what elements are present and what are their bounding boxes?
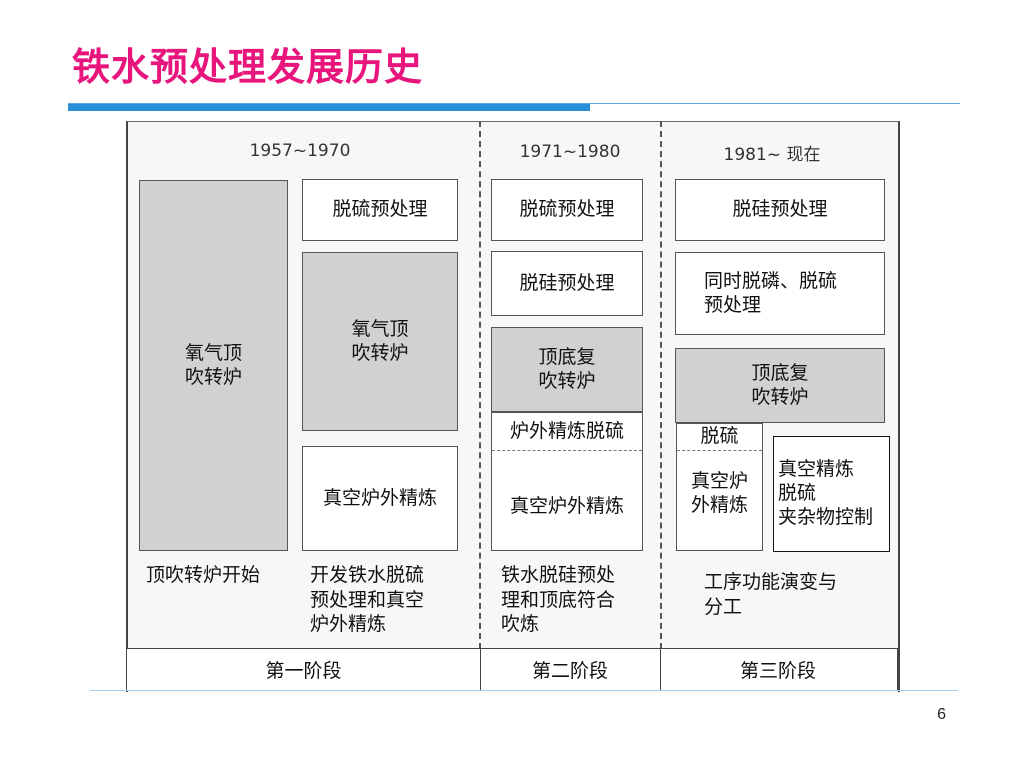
col2-caption: 铁水脱硅预处 理和顶底符合 吹炼 xyxy=(501,564,616,636)
page-number: 6 xyxy=(937,706,946,723)
col3-top-bottom-combined-converter: 顶底复 吹转炉 xyxy=(675,348,885,423)
stage-separator-2 xyxy=(660,649,661,690)
stage-label-2: 第二阶段 xyxy=(531,660,608,682)
col3-vacuum-outside-refining: 真空炉 外精炼 xyxy=(676,423,763,551)
col3-vacuum-refining-inclusion-control: 真空精炼 脱硫 夹杂物控制 xyxy=(773,436,890,552)
col1-caption-right: 开发铁水脱硫 预处理和真空 炉外精炼 xyxy=(310,564,425,636)
slide-title: 铁水预处理发展历史 xyxy=(72,45,424,89)
period-label-3: 1981~ 现在 xyxy=(723,145,821,165)
stage-label-3: 第三阶段 xyxy=(739,660,816,682)
footer-decor-line xyxy=(90,690,958,691)
title-underline-thick xyxy=(68,103,590,111)
period-divider-2 xyxy=(660,121,662,649)
col2-desiliconization-pretreatment: 脱硅预处理 xyxy=(491,251,643,316)
col1-vacuum-refining: 真空炉外精炼 xyxy=(302,446,458,551)
stage-label-1: 第一阶段 xyxy=(265,660,342,682)
period-label-2: 1971~1980 xyxy=(519,142,621,162)
col1-caption-left: 顶吹转炉开始 xyxy=(146,564,261,586)
period-divider-1 xyxy=(479,121,481,649)
col3-inner-dashed-divider xyxy=(677,450,762,451)
col2-inner-dashed-divider xyxy=(492,450,642,451)
col2-desulfurization-pretreatment: 脱硫预处理 xyxy=(491,179,643,241)
period-label-1: 1957~1970 xyxy=(249,141,351,161)
title-underline-thin xyxy=(68,103,960,104)
col2-vacuum-refining: 真空炉外精炼 xyxy=(491,412,643,551)
col1-oxygen-top-blown-converter: 氧气顶 吹转炉 xyxy=(302,252,458,431)
col3-simultaneous-dephosphorization-desulfurization: 同时脱磷、脱硫 预处理 xyxy=(675,252,885,335)
col3-caption: 工序功能演变与 分工 xyxy=(704,571,838,618)
col1-desulfurization-pretreatment: 脱硫预处理 xyxy=(302,179,458,241)
stage-separator-1 xyxy=(480,649,481,690)
col3-desiliconization-pretreatment: 脱硅预处理 xyxy=(675,179,885,241)
col2-top-bottom-combined-converter: 顶底复 吹转炉 xyxy=(491,327,643,412)
stage-row: 第一阶段 第二阶段 第三阶段 xyxy=(126,648,898,691)
col3-desulfurization-small: 脱硫 xyxy=(676,423,763,450)
col1-oxygen-top-blown-converter-main: 氧气顶 吹转炉 xyxy=(139,180,288,551)
col2-outside-refining-desulfurization: 炉外精炼脱硫 xyxy=(491,412,643,450)
